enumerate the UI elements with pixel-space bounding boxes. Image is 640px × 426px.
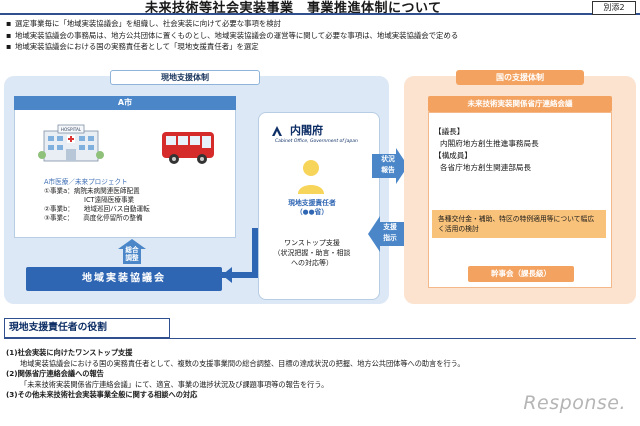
roles-list: (1)社会実装に向けたワンストップ支援 地域実装協議会における国の実務責任者とし… <box>6 348 626 401</box>
bus-icon <box>162 132 214 164</box>
city-box <box>14 98 236 238</box>
members-label: 【構成員】 <box>434 151 472 160</box>
support-connector-arrowhead <box>222 267 232 283</box>
subsidy-note: 各種交付金・補助、特区の特例適用等について幅広く活用の検討 <box>432 210 606 238</box>
liaison-meeting-box <box>428 112 612 288</box>
support-officer-label: 現地支援責任者 （●●省） <box>262 199 362 217</box>
chair-label: 【議長】 <box>434 127 465 136</box>
national-support-header: 国の支援体制 <box>456 70 584 85</box>
appendix-label: 別添2 <box>592 1 636 15</box>
secretariat-meeting-box: 幹事会（課長級） <box>468 266 574 282</box>
hospital-icon: HOSPITAL <box>38 124 104 162</box>
person-icon <box>298 160 324 194</box>
onestop-line: ワンストップ支援 <box>284 239 340 247</box>
onestop-line: （状況把握・助言・相談 <box>273 249 351 257</box>
cabinet-office-name: 内閣府 <box>290 124 323 137</box>
project-list: A市医療／未来プロジェクト ①事業a：病院未病関連医師配置 ICT遠隔医療事業 … <box>44 178 150 223</box>
project-item: ①事業a：病院未病関連医師配置 <box>44 187 140 195</box>
city-header: A市 <box>14 96 236 110</box>
liaison-meeting-header: 未来技術実装関係省庁連絡会議 <box>428 96 612 112</box>
roles-title: 現地支援責任者の役割 <box>4 318 170 338</box>
coordination-arrow-up <box>118 239 146 249</box>
support-instruction-arrow-head <box>368 216 380 252</box>
page-title: 未来技術等社会実装事業 事業推進体制について <box>145 1 442 16</box>
bullet-item: 地域実装協議会における国の実務責任者として「現地支援責任者」を選定 <box>6 41 636 53</box>
support-connector-horizontal <box>222 272 258 278</box>
role-heading: (2)関係省庁連絡会議への報告 <box>6 369 104 378</box>
role-detail: 地域実装協議会における国の実務責任者として、複数の支援事業間の総合調整、目標の達… <box>20 358 465 368</box>
members-value: 各省庁地方創生関連部局長 <box>440 163 532 172</box>
cabinet-office-subtitle: Cabinet Office, Government of Japan <box>275 139 358 144</box>
liaison-members: 【議長】 内閣府地方創生推進事務局長 【構成員】 各省庁地方創生関連部局長 <box>434 126 539 174</box>
project-item: ICT遠隔医療事業 <box>84 196 135 204</box>
bullet-item: 地域実装協議会の事務局は、地方公共団体に置くものとし、地域実装協議会の運営等に関… <box>6 30 636 42</box>
title-divider <box>0 13 640 15</box>
cabinet-office-box <box>258 112 380 300</box>
role-heading: (3)その他未来技術社会実装事業全般に関する相談への対応 <box>6 390 198 399</box>
role-heading: (1)社会実装に向けたワンストップ支援 <box>6 348 133 357</box>
roles-divider <box>4 338 636 339</box>
support-officer-title: 現地支援責任者 <box>288 199 336 207</box>
watermark-logo: Response. <box>523 392 626 414</box>
status-report-arrow-body <box>372 154 396 178</box>
support-connector-vertical <box>252 228 258 278</box>
support-instruction-label: 支援 指示 <box>383 223 397 242</box>
bullet-item: 選定事業毎に「地域実装協議会」を組織し、社会実装に向けて必要な事項を検討 <box>6 18 636 30</box>
status-report-label: 状況 報告 <box>381 155 395 174</box>
role-detail: 「未来技術実装関係省庁連絡会議」にて、適宜、事業の進捗状況及び課題事項等の報告を… <box>20 379 329 389</box>
onestop-line: への対応等） <box>291 259 333 267</box>
project-item: ③事業c： 高度化停留所の整備 <box>44 214 143 222</box>
coordination-arrow-body <box>123 248 141 264</box>
cabinet-office-logo-icon <box>272 126 282 136</box>
title-bar <box>0 0 640 14</box>
onestop-support-text: ワンストップ支援 （状況把握・助言・相談 への対応等） <box>262 238 362 268</box>
hospital-sign: HOSPITAL <box>61 127 82 132</box>
local-support-header: 現地支援体制 <box>110 70 260 85</box>
project-title: A市医療／未来プロジェクト <box>44 178 128 186</box>
coordination-label: 総合 調整 <box>125 246 139 262</box>
support-instruction-arrow-body <box>380 222 406 246</box>
project-item: ②事業b： 地域巡回バス自動運転 <box>44 205 150 213</box>
support-officer-ministry: （●●省） <box>295 208 329 216</box>
regional-council-box: 地域実装協議会 <box>26 267 222 291</box>
summary-bullets: 選定事業毎に「地域実装協議会」を組織し、社会実装に向けて必要な事項を検討 地域実… <box>6 18 636 53</box>
chair-value: 内閣府地方創生推進事務局長 <box>440 139 539 148</box>
